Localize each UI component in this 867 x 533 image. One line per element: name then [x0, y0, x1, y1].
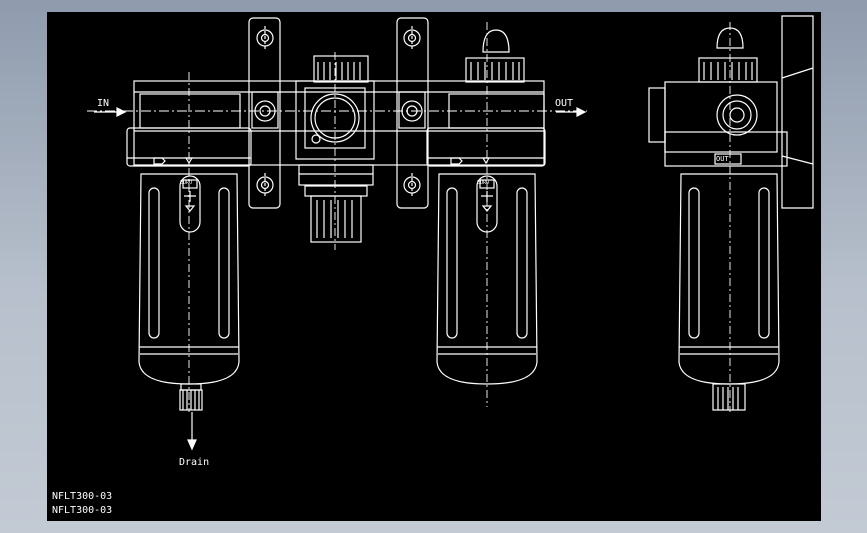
side-drain [712, 383, 746, 411]
flow-arrow-icon [450, 157, 463, 165]
filter-unit [126, 72, 252, 412]
frl-unit-drawing [87, 15, 814, 451]
drain-valve [180, 383, 202, 391]
side-body [664, 81, 778, 153]
bowl-badge-left: EURO [180, 180, 193, 186]
bowl-badge-right: EURO [477, 180, 490, 186]
cad-drawing-area: IN OUT Drain OUT EURO EURO NFLT300-03 NF… [47, 12, 821, 521]
side-port-label-box [714, 153, 742, 165]
outlet-arrow-icon [556, 107, 587, 117]
drain-arrow-icon [187, 412, 197, 451]
inlet-arrow-icon [94, 107, 127, 117]
side-port-stub [648, 87, 666, 143]
lubricator-bowl [436, 173, 538, 385]
title-block-line-1: NFLT300-03 [52, 491, 113, 502]
regulator-unit [295, 52, 375, 250]
bowl-guard-slot [148, 187, 160, 339]
drain-label: Drain [179, 457, 210, 468]
level-sight-window [179, 175, 201, 233]
flow-arrow-icon [153, 157, 166, 165]
bowl-guard-slot [218, 187, 230, 339]
side-port-label: OUT [716, 155, 729, 163]
oil-dome [482, 29, 510, 53]
left-mounting-bracket [248, 17, 281, 209]
right-mounting-bracket [396, 17, 429, 209]
pressure-gauge [310, 93, 360, 143]
title-block-line-2: NFLT300-03 [52, 505, 113, 516]
regulator-adjust-knob [310, 195, 362, 243]
inlet-label: IN [97, 98, 110, 109]
side-mounting-bracket [781, 15, 814, 209]
front-view [87, 17, 587, 451]
outlet-label: OUT [555, 98, 574, 109]
regulator-knob-top [313, 55, 369, 83]
side-port [716, 94, 758, 136]
side-view [648, 15, 814, 412]
side-bowl [678, 173, 780, 385]
lubricator-unit [426, 22, 546, 407]
